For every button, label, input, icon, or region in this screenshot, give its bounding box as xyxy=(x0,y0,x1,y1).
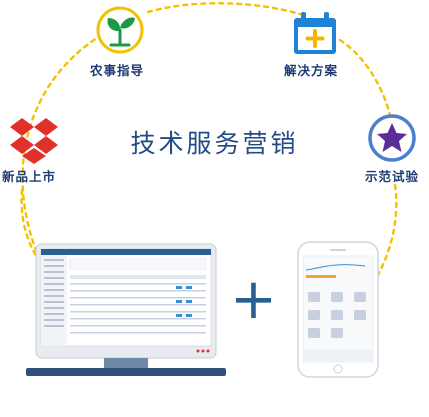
node-label-demo-trials: 示范试验 xyxy=(365,169,420,184)
calendar-plus-icon xyxy=(294,12,336,54)
node-label-new-products: 新品上市 xyxy=(2,169,57,184)
desktop-monitor xyxy=(26,243,226,376)
dashed-ring-left xyxy=(20,188,42,264)
node-label-solutions: 解决方案 xyxy=(284,63,339,78)
plus-sign: + xyxy=(230,267,277,332)
dropbox-box-icon xyxy=(10,118,58,164)
dashed-ring xyxy=(21,2,398,282)
page-title: 技术服务营销 xyxy=(130,129,299,158)
smartphone xyxy=(297,241,379,378)
star-icon xyxy=(368,114,416,162)
sprout-icon xyxy=(96,6,144,54)
node-label-agri-guidance: 农事指导 xyxy=(90,63,145,78)
